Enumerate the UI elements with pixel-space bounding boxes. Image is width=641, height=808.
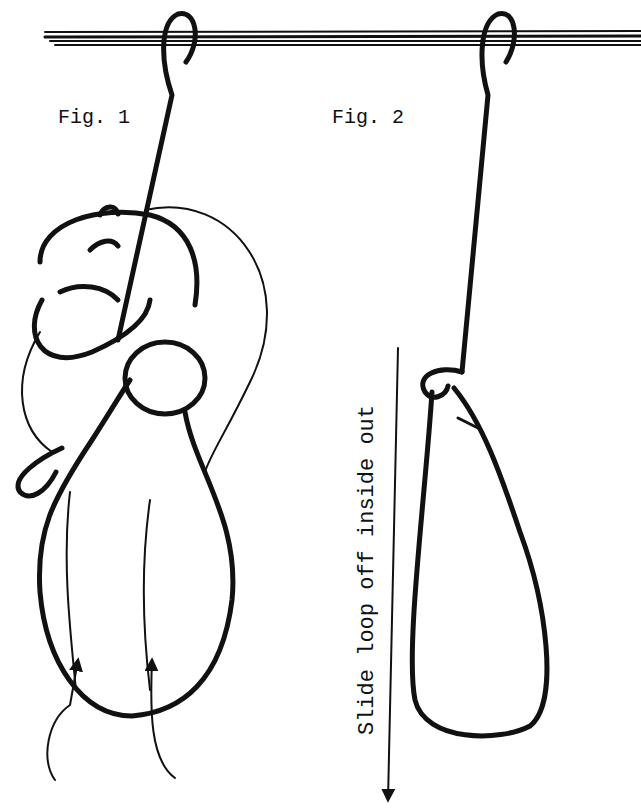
rod-line: [55, 44, 641, 46]
knot-fig2: [412, 13, 547, 735]
rod-line: [50, 40, 641, 42]
knot-tick: [458, 418, 478, 428]
instruction-text: Slide loop off inside out: [357, 405, 379, 735]
direction-arrow: [388, 348, 398, 800]
rod-line: [45, 31, 641, 32]
knot-fig1-thin: [22, 207, 267, 780]
figure-label: Fig. 2: [332, 108, 404, 128]
rod-line: [45, 36, 641, 37]
knot-fig1: [18, 13, 233, 716]
figure-label: Fig. 1: [58, 108, 130, 128]
